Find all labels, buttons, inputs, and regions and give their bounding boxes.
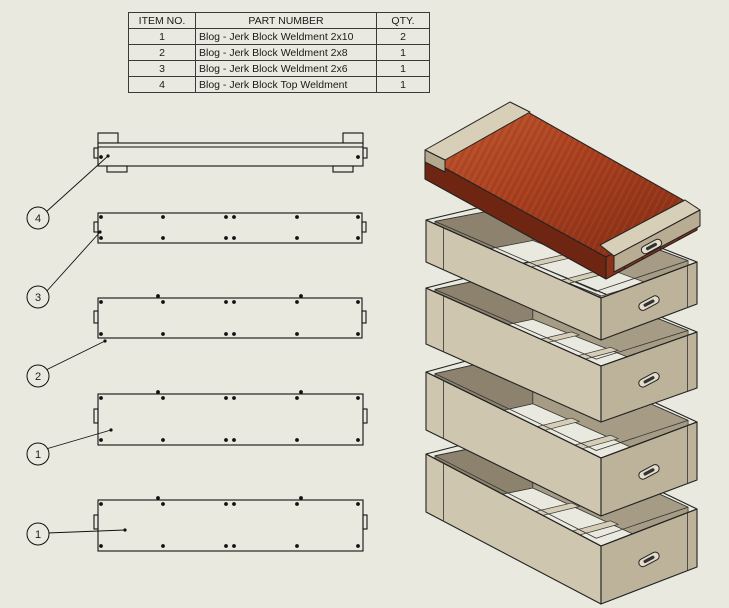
balloon-1a: 1 bbox=[26, 442, 50, 466]
bolt-hole-icon bbox=[161, 438, 165, 442]
bolt-hole-icon bbox=[295, 502, 299, 506]
bolt-hole-icon bbox=[232, 502, 236, 506]
bolt-hole-icon bbox=[161, 544, 165, 548]
bolt-hole-icon bbox=[299, 496, 303, 500]
bolt-hole-icon bbox=[295, 396, 299, 400]
balloon-2: 2 bbox=[26, 364, 50, 388]
balloon-label: 1 bbox=[35, 449, 41, 461]
bolt-hole-icon bbox=[99, 155, 360, 548]
bolt-hole-icon bbox=[224, 300, 228, 304]
bolt-hole-icon bbox=[299, 294, 303, 298]
bolt-hole-icon bbox=[232, 396, 236, 400]
bolt-hole-icon bbox=[224, 438, 228, 442]
bolt-hole-icon bbox=[356, 236, 360, 240]
balloon-1b: 1 bbox=[26, 522, 50, 546]
bolt-hole-icon bbox=[99, 332, 103, 336]
bolt-hole-icon bbox=[99, 438, 103, 442]
bom-item-no: 4 bbox=[128, 76, 196, 93]
bolt-hole-icon bbox=[156, 294, 160, 298]
bolt-hole-icon bbox=[299, 390, 303, 394]
bolt-hole-icon bbox=[161, 215, 165, 219]
bolt-hole-icon bbox=[161, 300, 165, 304]
view-weldment-2x6 bbox=[93, 212, 367, 244]
bolt-hole-icon bbox=[356, 155, 360, 159]
bolt-hole-icon bbox=[161, 236, 165, 240]
bolt-hole-icon bbox=[356, 396, 360, 400]
bolt-hole-icon bbox=[99, 300, 103, 304]
balloon-label: 2 bbox=[35, 371, 41, 383]
view-weldment-2x10-a bbox=[93, 393, 368, 446]
bolt-hole-icon bbox=[161, 502, 165, 506]
bolt-hole-icon bbox=[224, 215, 228, 219]
bolt-hole-icon bbox=[356, 502, 360, 506]
bolt-hole-icon bbox=[156, 496, 160, 500]
balloon-3: 3 bbox=[26, 285, 50, 309]
bolt-hole-icon bbox=[295, 215, 299, 219]
balloon-4: 4 bbox=[26, 206, 50, 230]
balloon-leaders bbox=[45, 155, 126, 534]
bolt-hole-icon bbox=[224, 544, 228, 548]
bolt-hole-icon bbox=[295, 236, 299, 240]
isometric-exploded-view bbox=[424, 101, 701, 605]
bolt-hole-icon bbox=[161, 332, 165, 336]
bolt-hole-icon bbox=[232, 332, 236, 336]
bolt-hole-icon bbox=[356, 544, 360, 548]
balloon-label: 4 bbox=[35, 213, 41, 225]
view-weldment-2x10-b bbox=[93, 499, 368, 552]
bolt-hole-icon bbox=[232, 300, 236, 304]
bolt-hole-icon bbox=[356, 300, 360, 304]
bolt-hole-icon bbox=[232, 438, 236, 442]
bill-of-materials-table: ITEM NO. PART NUMBER QTY. 1 Blog - Jerk … bbox=[128, 12, 430, 93]
bolt-hole-icon bbox=[224, 502, 228, 506]
bolt-hole-icon bbox=[99, 544, 103, 548]
bolt-hole-icon bbox=[224, 396, 228, 400]
bom-qty: 1 bbox=[376, 76, 430, 93]
bolt-hole-icon bbox=[224, 332, 228, 336]
bom-part-number: Blog - Jerk Block Top Weldment bbox=[195, 76, 377, 93]
bolt-hole-icon bbox=[99, 396, 103, 400]
table-row: 4 Blog - Jerk Block Top Weldment 1 bbox=[128, 76, 430, 93]
bolt-hole-icon bbox=[99, 236, 103, 240]
bolt-hole-icon bbox=[232, 215, 236, 219]
view-weldment-2x8 bbox=[93, 297, 367, 339]
balloon-label: 3 bbox=[35, 292, 41, 304]
bolt-hole-icon bbox=[295, 438, 299, 442]
bolt-hole-icon bbox=[356, 332, 360, 336]
bolt-hole-icon bbox=[99, 502, 103, 506]
view-top-weldment bbox=[93, 132, 368, 173]
bolt-hole-icon bbox=[232, 544, 236, 548]
bolt-hole-icon bbox=[161, 396, 165, 400]
bolt-hole-icon bbox=[356, 438, 360, 442]
bolt-hole-icon bbox=[99, 155, 103, 159]
bolt-hole-icon bbox=[156, 390, 160, 394]
balloon-label: 1 bbox=[35, 529, 41, 541]
bolt-hole-icon bbox=[295, 332, 299, 336]
bolt-hole-icon bbox=[356, 215, 360, 219]
bolt-hole-icon bbox=[99, 215, 103, 219]
bolt-hole-icon bbox=[224, 236, 228, 240]
bolt-hole-icon bbox=[232, 236, 236, 240]
bolt-hole-icon bbox=[295, 300, 299, 304]
bom-qty: 1 bbox=[376, 44, 430, 61]
bolt-hole-icon bbox=[295, 544, 299, 548]
